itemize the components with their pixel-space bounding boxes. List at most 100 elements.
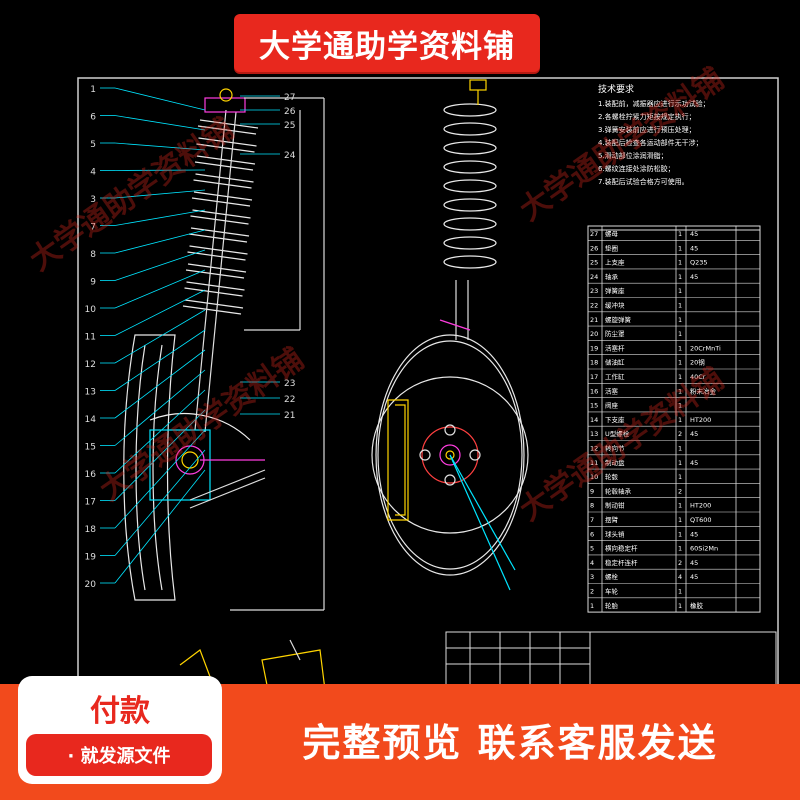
get-source-button[interactable]: · 就发源文件	[26, 734, 212, 776]
note-line: 4.装配后检查各运动部件无干涉；	[598, 138, 703, 147]
leader-line	[114, 87, 206, 111]
table-cell: 1	[678, 530, 682, 538]
table-cell: 4	[678, 573, 682, 581]
spring-coil	[443, 160, 497, 174]
left-callout-leaders	[100, 87, 206, 584]
table-cell: 6	[590, 530, 594, 538]
spring-coil	[199, 119, 259, 129]
callout-number: 5	[90, 140, 96, 150]
callout-number: 27	[284, 93, 295, 103]
table-cell: 24	[590, 273, 598, 281]
leader-line	[114, 229, 206, 254]
table-cell: 1	[678, 516, 682, 524]
table-cell: 制动盘	[605, 458, 625, 467]
callout-number: 18	[85, 525, 97, 535]
spring-coil	[443, 236, 497, 250]
right-callout-leaders	[240, 95, 280, 415]
table-cell: HT200	[690, 502, 711, 510]
table-cell: 转向节	[605, 444, 625, 453]
callout-number: 23	[284, 379, 295, 389]
table-cell: 1	[678, 416, 682, 424]
title-block	[445, 631, 777, 689]
spring-coil	[443, 103, 497, 117]
table-cell: 1	[678, 373, 682, 381]
spring-coil	[193, 191, 253, 201]
table-cell: 工作缸	[605, 372, 625, 381]
table-cell: 1	[678, 387, 682, 395]
callout-number: 22	[284, 395, 295, 405]
table-cell: 45	[690, 244, 698, 252]
table-cell: 缓冲块	[605, 301, 625, 310]
table-cell: 防尘罩	[605, 329, 625, 338]
table-cell: 45	[690, 559, 698, 567]
table-cell: 球头销	[605, 529, 625, 538]
table-cell: 2	[678, 430, 682, 438]
table-cell: 12	[590, 445, 598, 453]
table-cell: 8	[590, 502, 594, 510]
leader-line	[114, 349, 206, 419]
table-cell: 10	[590, 473, 598, 481]
callout-number: 10	[85, 305, 97, 315]
table-cell: 7	[590, 516, 594, 524]
table-cell: 轮胎	[605, 601, 619, 610]
note-line: 1.装配前，减振器应进行示功试验；	[598, 99, 710, 108]
callout-number: 7	[90, 223, 96, 233]
spring-coil	[185, 269, 245, 279]
callout-number: 24	[284, 151, 296, 161]
spring-coil	[184, 299, 244, 309]
table-cell: Q235	[690, 259, 708, 267]
spring-coil	[187, 251, 246, 261]
table-cell: 26	[590, 244, 598, 252]
table-cell: 1	[678, 287, 682, 295]
table-cell: HT200	[690, 416, 711, 424]
callout-number: 21	[284, 411, 295, 421]
table-cell: 车轮	[605, 587, 619, 596]
callout-number: 8	[90, 250, 96, 260]
spring-coil	[198, 137, 257, 147]
spring-coil	[443, 179, 497, 193]
table-cell: 60Si2Mn	[690, 545, 718, 553]
table-cell: 1	[678, 244, 682, 252]
table-cell: 1	[678, 316, 682, 324]
table-cell: 23	[590, 287, 598, 295]
contact-message: 完整预览 联系客服发送	[302, 721, 718, 765]
callout-number: 11	[85, 333, 96, 343]
table-cell: 13	[590, 430, 598, 438]
table-cell: 1	[678, 273, 682, 281]
table-cell: 1	[678, 445, 682, 453]
spring-coil	[443, 141, 497, 155]
callout-number: 20	[85, 580, 97, 590]
callout-number: 15	[85, 443, 96, 453]
spring-coil	[443, 198, 497, 212]
table-cell: 制动钳	[605, 501, 625, 510]
spring-coil	[194, 161, 254, 171]
table-cell: 1	[678, 473, 682, 481]
table-cell: 20钢	[690, 359, 705, 367]
table-cell: 1	[678, 302, 682, 310]
coil-spring	[182, 119, 259, 315]
spring-coil	[184, 287, 243, 297]
callout-number: 1	[90, 85, 96, 95]
table-cell: 轮毂轴承	[605, 486, 632, 495]
callout-number: 26	[284, 107, 296, 117]
technical-notes: 技术要求1.装配前，减振器应进行示功试验；2.各螺栓拧紧力矩按规定执行；3.弹簧…	[598, 83, 710, 186]
note-line: 2.各螺栓拧紧力矩按规定执行；	[598, 112, 696, 121]
strut-front-view	[371, 79, 529, 591]
leader-line	[114, 115, 206, 131]
table-cell: 轮毂	[605, 472, 619, 481]
table-cell: 45	[690, 430, 698, 438]
table-cell: 活塞杆	[605, 343, 625, 352]
table-cell: 16	[590, 387, 598, 395]
table-cell: U型螺栓	[605, 429, 630, 438]
table-cell: 1	[678, 259, 682, 267]
leader-line	[114, 469, 206, 584]
note-line: 5.滑动部位涂润滑脂；	[598, 151, 668, 160]
table-cell: 1	[678, 359, 682, 367]
leader-line	[114, 189, 206, 199]
table-cell: 下支座	[605, 415, 625, 424]
